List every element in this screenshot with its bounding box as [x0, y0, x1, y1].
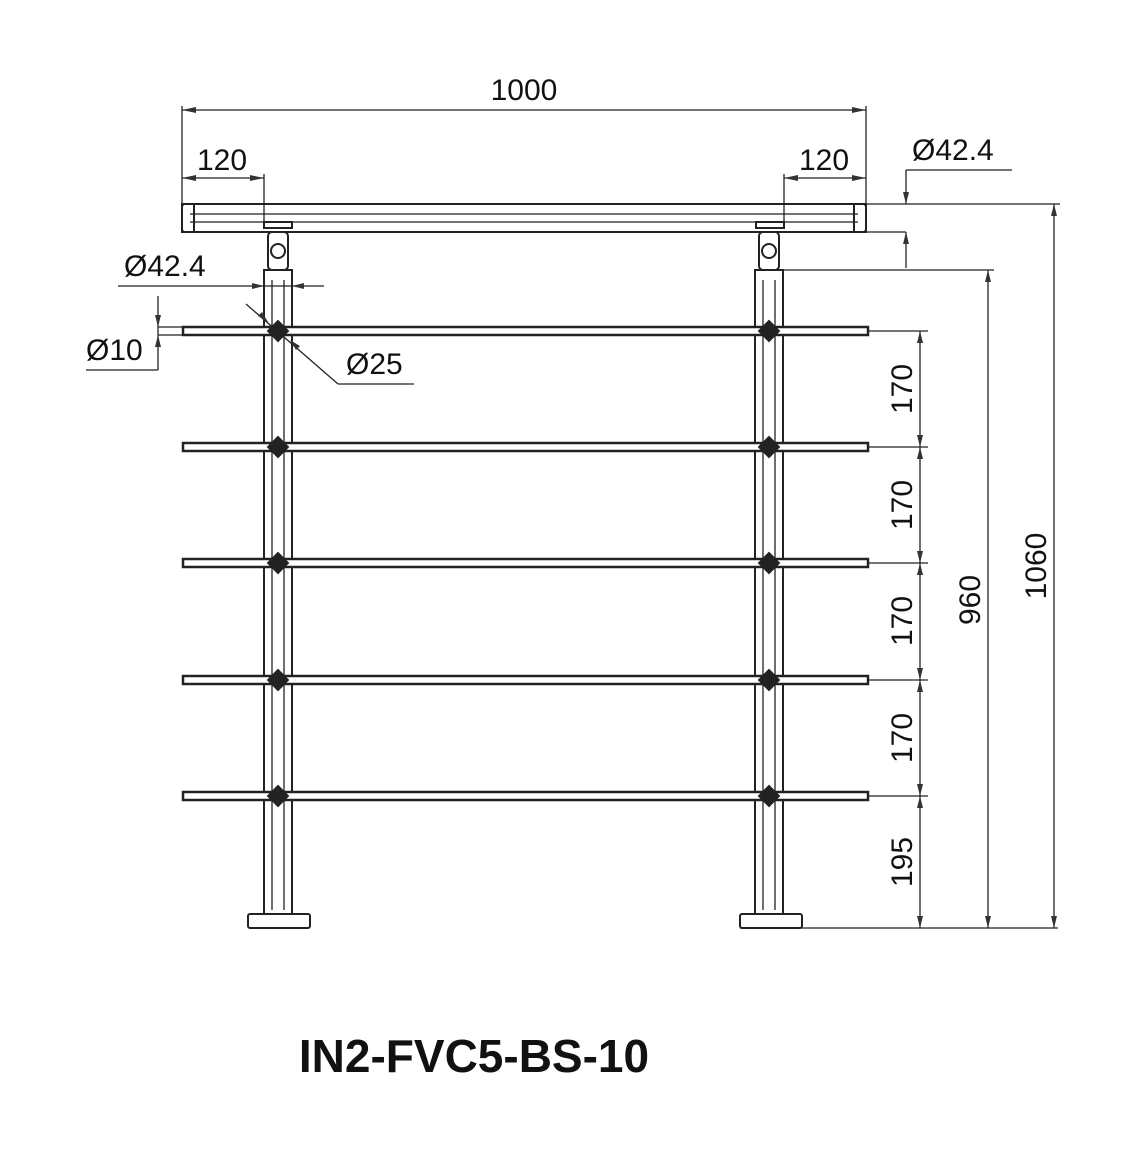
- right-post: [739, 221, 803, 929]
- horizontal-bars: [181, 319, 870, 808]
- dimension-handrail-diameter: Ø42.4: [866, 134, 1060, 268]
- dimension-right-overhang: 120: [783, 144, 866, 222]
- bar-spacing-label: 170: [886, 364, 919, 414]
- dimension-bar-spacing-chain: 170 170 170 170 195: [868, 330, 928, 928]
- dimension-connector-diameter: Ø25: [245, 303, 414, 385]
- dimension-overall-width: 1000: [181, 74, 867, 204]
- connector-diameter-label: Ø25: [346, 348, 403, 381]
- dimension-post-height: 960: [784, 269, 994, 928]
- bottom-gap-label: 195: [886, 837, 919, 887]
- left-post: [247, 221, 311, 929]
- dimension-overall-height: 1060: [1020, 204, 1057, 928]
- dimension-left-overhang: 120: [182, 144, 265, 222]
- post-diameter-label: Ø42.4: [124, 250, 206, 283]
- horizontal-bar: [181, 551, 870, 575]
- bar-diameter-label: Ø10: [86, 334, 143, 367]
- horizontal-bar: [181, 784, 870, 808]
- bar-spacing-label: 170: [886, 596, 919, 646]
- bar-spacing-label: 170: [886, 480, 919, 530]
- right-overhang-label: 120: [799, 144, 849, 177]
- horizontal-bar: [181, 668, 870, 692]
- product-code: IN2-FVC5-BS-10: [299, 1030, 649, 1082]
- left-overhang-label: 120: [197, 144, 247, 177]
- horizontal-bar: [181, 435, 870, 459]
- overall-width-label: 1000: [491, 74, 558, 107]
- dimension-post-diameter: Ø42.4: [118, 250, 324, 289]
- overall-height-label: 1060: [1020, 533, 1053, 600]
- post-height-label: 960: [954, 575, 987, 625]
- handrail-diameter-label: Ø42.4: [912, 134, 994, 167]
- handrail: [181, 203, 867, 233]
- dimension-bar-diameter: Ø10: [86, 296, 183, 371]
- bar-spacing-label: 170: [886, 713, 919, 763]
